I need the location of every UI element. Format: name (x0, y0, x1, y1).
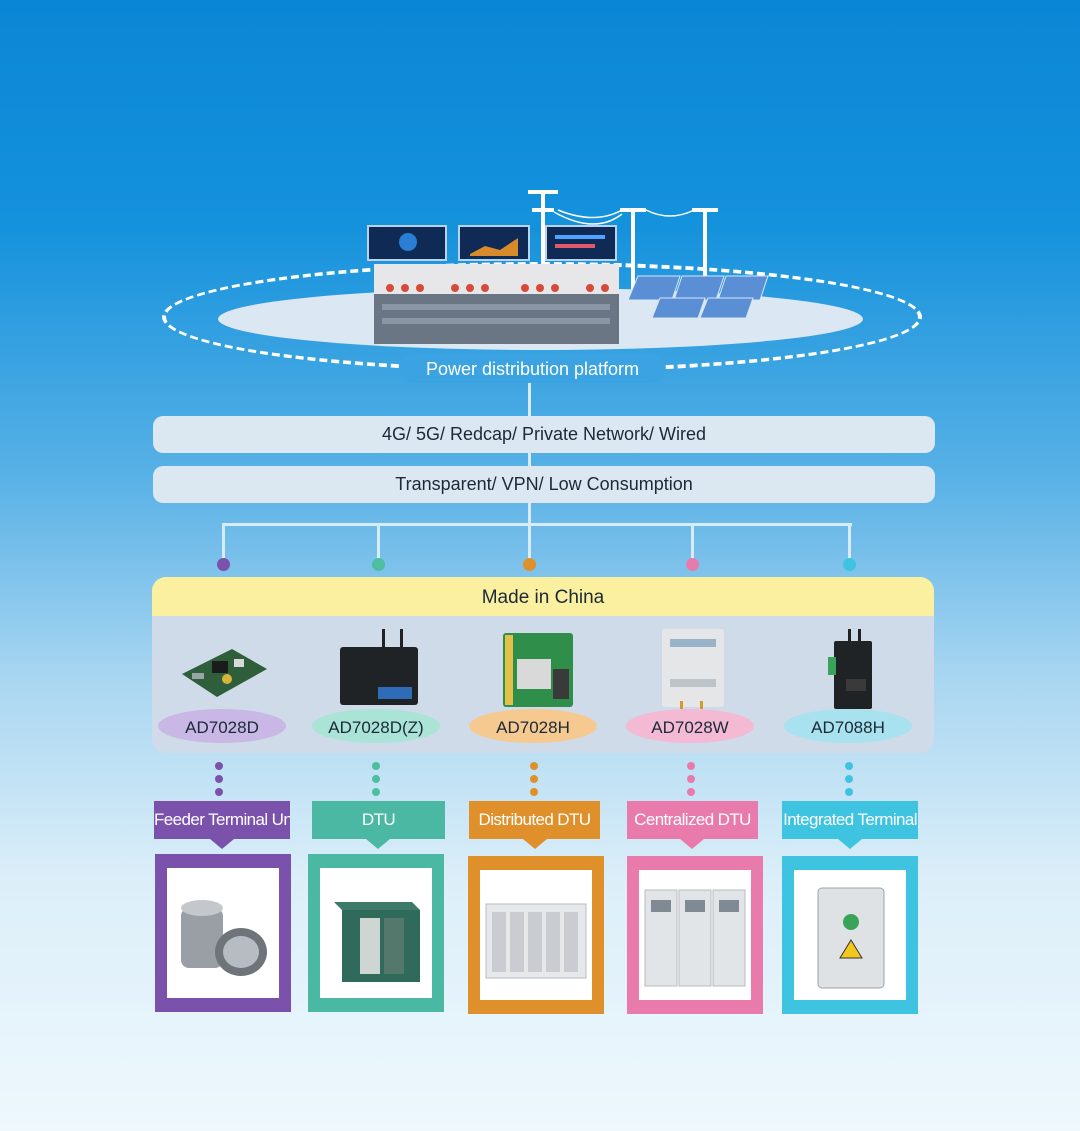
branch-line (691, 523, 694, 559)
model-label: AD7028W (626, 709, 754, 743)
branch-dot (523, 558, 536, 571)
connector-dot (372, 775, 380, 783)
connector-dot (372, 762, 380, 770)
tag-pointer (523, 839, 547, 849)
product-ad7088h: AD7088H (784, 629, 912, 749)
terminal-image-area (480, 870, 592, 1000)
connector-dot (845, 775, 853, 783)
terminal-image-area (167, 868, 279, 998)
din-rail-device-image (640, 629, 740, 711)
model-label: AD7088H (784, 709, 912, 743)
terminal-image-area (794, 870, 906, 1000)
industrial-terminal-image (798, 629, 898, 711)
branch-line (848, 523, 851, 559)
connector-line (528, 453, 531, 466)
connector-dot (372, 788, 380, 796)
connector-dot (530, 762, 538, 770)
connector-dot (687, 775, 695, 783)
circuit-board-image (172, 629, 272, 711)
branch-line (222, 523, 225, 559)
terminal-frame (468, 856, 604, 1014)
connector-line (528, 503, 531, 525)
network-bar: 4G/ 5G/ Redcap/ Private Network/ Wired (153, 416, 935, 453)
tag-pointer (838, 839, 862, 849)
branch-dot (843, 558, 856, 571)
platform-label: Power distribution platform (400, 355, 665, 383)
terminal-frame (155, 854, 291, 1012)
terminal-tag: Centralized DTU (627, 801, 758, 839)
model-label: AD7028D(Z) (312, 709, 440, 743)
mode-bar: Transparent/ VPN/ Low Consumption (153, 466, 935, 503)
module-board-image (483, 629, 583, 711)
distributed-dtu-image (480, 870, 592, 1000)
connector-dot (687, 762, 695, 770)
terminal-tag: Distributed DTU (469, 801, 600, 839)
connector-dot (215, 788, 223, 796)
product-ad7028h: AD7028H (469, 629, 597, 749)
connector-dot (215, 762, 223, 770)
terminal-tag: DTU (312, 801, 445, 839)
dtu-cabinet-image (320, 868, 432, 998)
connector-dot (845, 788, 853, 796)
branch-dot (217, 558, 230, 571)
branch-dot (372, 558, 385, 571)
terminal-image-area (320, 868, 432, 998)
router-image (326, 629, 426, 711)
product-ad7028w: AD7028W (626, 629, 754, 749)
integrated-terminal-image (794, 870, 906, 1000)
platform-illustration (360, 180, 800, 350)
branch-line (222, 523, 852, 526)
feeder-terminal-image (167, 868, 279, 998)
terminal-image-area (639, 870, 751, 1000)
branch-line (377, 523, 380, 559)
terminal-frame (627, 856, 763, 1014)
model-label: AD7028D (158, 709, 286, 743)
connector-dot (845, 762, 853, 770)
connector-line (528, 383, 531, 417)
tag-pointer (366, 839, 390, 849)
product-panel: Made in China AD7028D AD7028D(Z) AD7028H (152, 577, 934, 753)
terminal-frame (308, 854, 444, 1012)
tag-pointer (210, 839, 234, 849)
model-label: AD7028H (469, 709, 597, 743)
product-ad7028dz: AD7028D(Z) (312, 629, 440, 749)
connector-dot (530, 788, 538, 796)
centralized-dtu-image (639, 870, 751, 1000)
connector-dot (530, 775, 538, 783)
tag-pointer (680, 839, 704, 849)
connector-dot (215, 775, 223, 783)
branch-line (528, 523, 531, 559)
connector-dot (687, 788, 695, 796)
terminal-tag: Integrated Terminal (782, 801, 918, 839)
branch-dot (686, 558, 699, 571)
terminal-tag: Feeder Terminal Unit (154, 801, 290, 839)
product-ad7028d: AD7028D (158, 629, 286, 749)
panel-header: Made in China (152, 577, 934, 616)
terminal-frame (782, 856, 918, 1014)
